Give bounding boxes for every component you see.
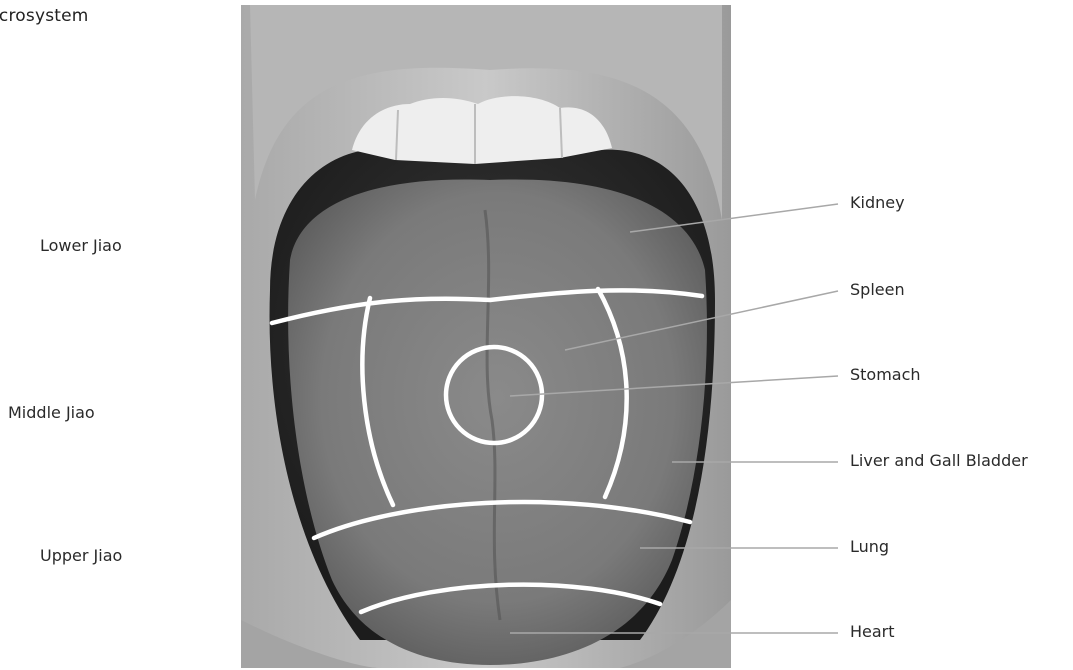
kidney-label: Kidney: [850, 193, 905, 212]
liver-gall-bladder-label: Liver and Gall Bladder: [850, 451, 1028, 470]
lung-label: Lung: [850, 537, 889, 556]
stomach-label: Stomach: [850, 365, 921, 384]
spleen-label: Spleen: [850, 280, 905, 299]
heart-label: Heart: [850, 622, 895, 641]
tongue-photo: [241, 5, 731, 668]
